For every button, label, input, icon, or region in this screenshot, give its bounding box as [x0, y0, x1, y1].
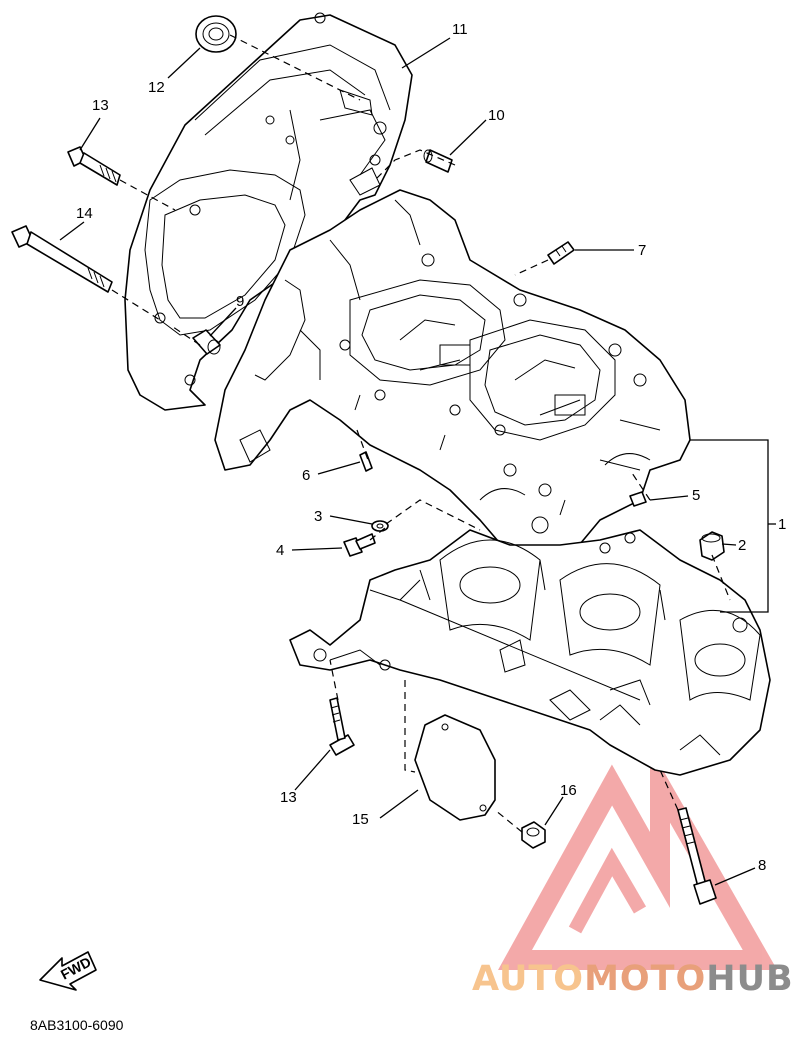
oil-seal-part-12 — [195, 15, 237, 53]
callout-6: 6 — [302, 467, 310, 484]
callout-5: 5 — [692, 487, 700, 504]
callout-4: 4 — [276, 542, 284, 559]
guide-line-6 — [356, 429, 369, 461]
lower-crankcase — [289, 529, 771, 776]
watermark-logo-mark — [498, 747, 778, 970]
watermark-auto: AUTO — [472, 959, 584, 999]
assembly-guide-lines — [111, 34, 731, 833]
callout-11: 11 — [452, 21, 468, 38]
bolt-part-14 — [11, 225, 113, 293]
callout-13-upper: 13 — [92, 97, 109, 114]
collar-part-9 — [192, 329, 221, 355]
watermark-text: AUTOMOTOHUB — [472, 959, 794, 999]
watermark-hub: HUB — [706, 959, 793, 999]
cover-plate-part-15 — [414, 714, 496, 821]
nut-part-16 — [521, 821, 546, 849]
callout-1: 1 — [778, 516, 786, 533]
callout-3: 3 — [314, 508, 322, 525]
callout-2: 2 — [738, 537, 746, 554]
watermark-moto: MOTO — [584, 959, 706, 999]
bolt-part-4 — [343, 533, 376, 557]
bolt-part-13-upper — [67, 146, 121, 186]
callout-13-lower: 13 — [280, 789, 297, 806]
fwd-arrow-icon: FWD — [39, 951, 97, 991]
callout-12: 12 — [148, 79, 165, 96]
callout-9: 9 — [236, 293, 244, 310]
leader-lines — [59, 37, 776, 886]
callout-15: 15 — [352, 811, 369, 828]
diagram-code: 8AB3100-6090 — [30, 1017, 124, 1033]
callout-14: 14 — [76, 205, 93, 222]
dowel-pin-part-5 — [629, 491, 647, 507]
callout-8: 8 — [758, 857, 766, 874]
callout-labels: 11 12 13 14 10 7 9 6 5 3 4 2 1 13 15 16 … — [76, 21, 786, 874]
bolt-part-13-lower — [329, 697, 355, 756]
dowel-pin-part-6 — [359, 451, 373, 472]
washer-part-3 — [371, 520, 389, 532]
dowel-pin-part-7 — [547, 241, 575, 265]
stud-bolt-part-8 — [677, 807, 717, 905]
damper-part-2 — [699, 531, 725, 561]
callout-7: 7 — [638, 242, 646, 259]
callout-16: 16 — [560, 782, 577, 799]
callout-10: 10 — [488, 107, 505, 124]
